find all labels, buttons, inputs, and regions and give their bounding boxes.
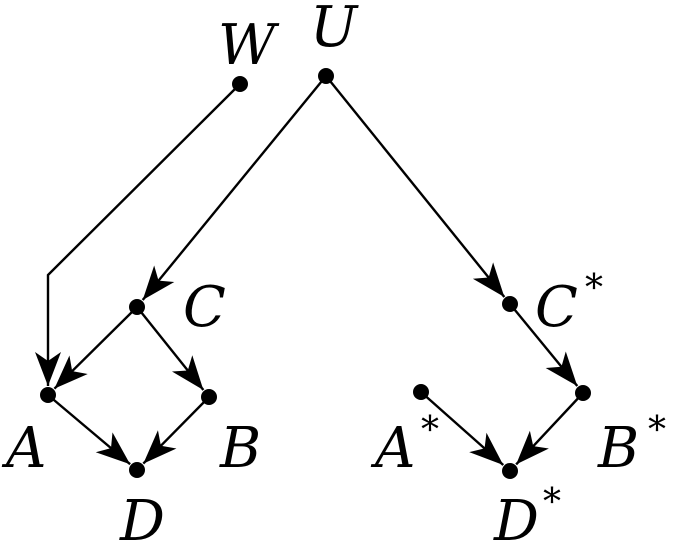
node-dot-u — [318, 68, 334, 84]
node-star-c: * — [585, 268, 603, 309]
edge-as-to-ds — [420, 391, 505, 466]
node-dot-ds — [502, 463, 518, 479]
edge-bs-to-ds — [515, 392, 584, 466]
arrowhead — [95, 432, 131, 465]
node-label-c-star: C — [535, 275, 578, 340]
node-label-u: U — [310, 0, 359, 60]
arrowhead — [469, 432, 504, 466]
edge-line — [141, 75, 327, 301]
node-label-d: D — [119, 489, 165, 544]
node-dot-a — [40, 387, 56, 403]
arrowhead — [516, 430, 549, 465]
node-dot-cs — [502, 296, 518, 312]
edge-c-to-b — [136, 306, 205, 391]
node-label-a: A — [1, 416, 46, 481]
edge-cs-to-bs — [509, 303, 579, 387]
edge-u-to-cs — [325, 75, 506, 298]
nodes-layer — [40, 68, 591, 479]
edge-w-to-a — [35, 83, 241, 386]
edge-a-to-d — [47, 394, 131, 466]
node-label-a-star: A — [370, 416, 415, 481]
arrowhead — [35, 352, 61, 386]
node-dot-c — [129, 299, 145, 315]
node-star-b: * — [648, 410, 666, 451]
node-label-b: B — [219, 416, 261, 481]
node-label-d-star: D — [493, 489, 539, 544]
node-dot-d — [129, 462, 145, 478]
node-label-c: C — [183, 275, 226, 340]
edge-c-to-a — [53, 306, 138, 390]
arrowhead — [171, 355, 204, 390]
arrowhead — [472, 262, 505, 297]
arrowhead — [54, 355, 88, 389]
arrowhead — [142, 265, 175, 301]
node-label-b-star: B — [597, 416, 639, 481]
edges-layer — [35, 75, 584, 466]
node-star-a: * — [421, 410, 439, 451]
node-label-w: W — [218, 13, 280, 78]
node-dot-b — [201, 389, 217, 405]
arrowhead — [143, 430, 177, 464]
edge-line — [325, 75, 506, 298]
arrowhead — [545, 351, 578, 387]
edge-u-to-c — [141, 75, 327, 301]
edge-line — [46, 83, 241, 386]
node-dot-bs — [575, 385, 591, 401]
edge-b-to-d — [142, 396, 210, 465]
node-star-d: * — [543, 482, 561, 523]
node-dot-as — [413, 384, 429, 400]
node-dot-w — [232, 76, 248, 92]
